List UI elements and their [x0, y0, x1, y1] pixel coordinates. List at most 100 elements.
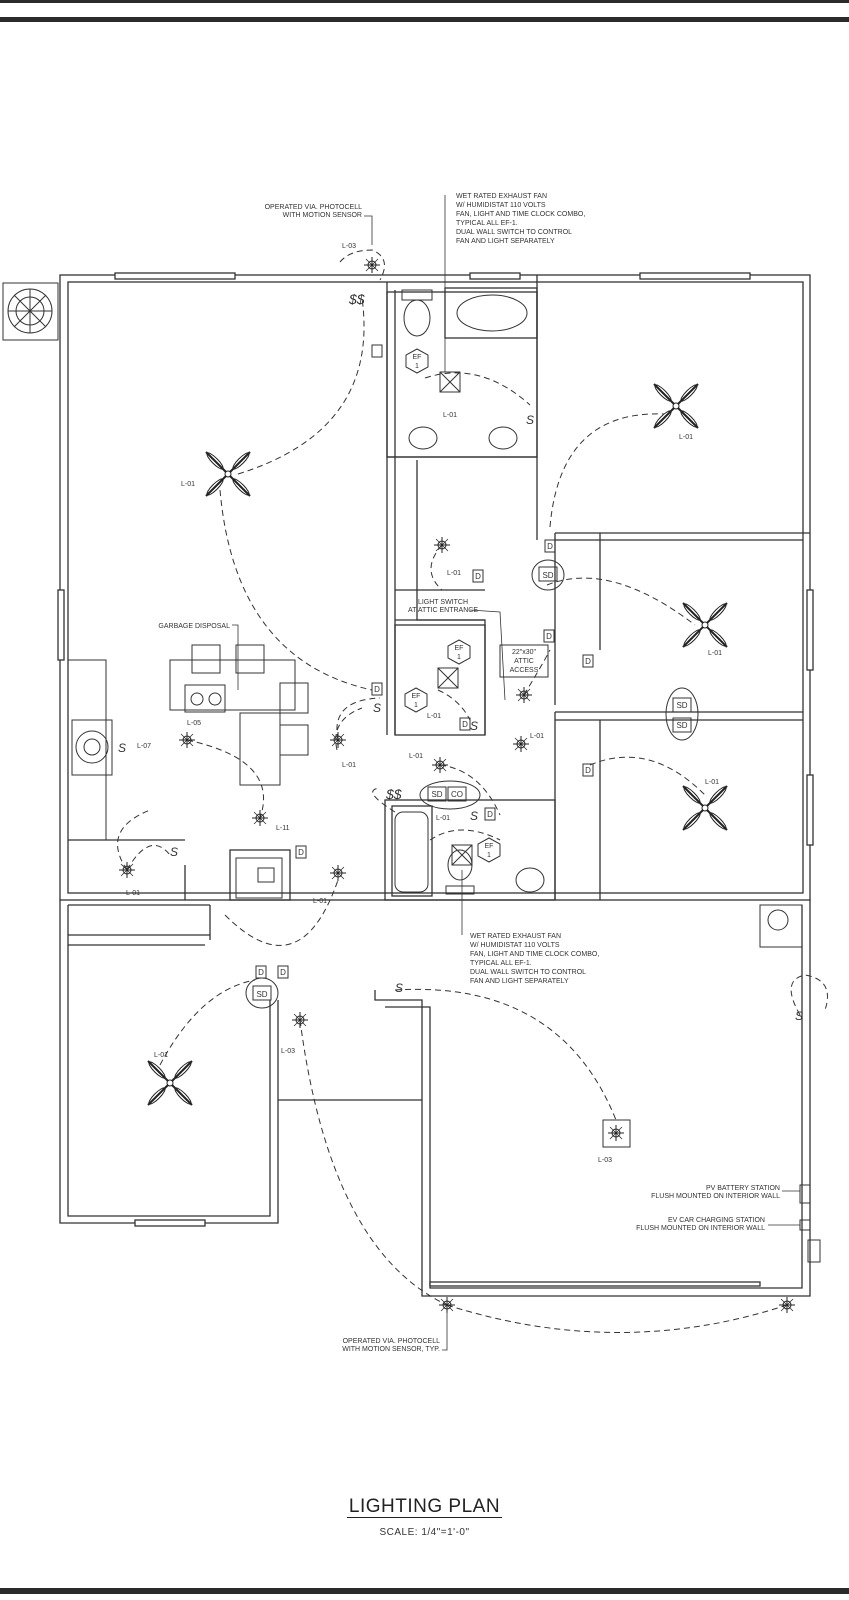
exhaust-fan-box-lower [451, 844, 473, 866]
note-pv-battery-2: FLUSH MOUNTED ON INTERIOR WALL [651, 1193, 780, 1200]
attic-access-box [499, 644, 549, 678]
door-switch-d-9: D [298, 848, 304, 857]
tag-l03-entry: L-03 [281, 1048, 295, 1055]
note-photocell-bottom-1: OPERATED VIA. PHOTOCELL [343, 1338, 440, 1345]
tag-l03-garage: L-03 [598, 1157, 612, 1164]
note-exhaust-bottom-6: FAN AND LIGHT SEPARATELY [470, 978, 569, 985]
tag-l01-kitchen: L-01 [342, 762, 356, 769]
ef-label-4: EF [485, 843, 494, 850]
tag-l03-top: L-03 [342, 243, 356, 250]
ceiling-fan-bedroom-3 [681, 784, 729, 832]
ceiling-fan-bedroom-1 [652, 382, 700, 430]
top-border-thin [0, 0, 849, 3]
switch-closet: S [470, 719, 478, 733]
light-entry-top [363, 256, 381, 274]
svg-text:1: 1 [414, 702, 418, 709]
door-switch-d-4: D [546, 632, 552, 641]
tag-l11: L-11 [276, 825, 290, 832]
tag-l05: L-05 [187, 720, 201, 727]
attic-access-size: 22"x30" [512, 649, 537, 656]
note-exhaust-bottom-3: FAN, LIGHT AND TIME CLOCK COMBO, [470, 951, 599, 958]
note-exhaust-bottom-4: TYPICAL ALL EF-1. [470, 960, 532, 967]
door-switch-d-8: D [487, 810, 493, 819]
svg-text:1: 1 [415, 363, 419, 370]
tag-l01-hall: L-01 [530, 733, 544, 740]
door-switch-d-10: D [258, 968, 264, 977]
door-switch-d-3: D [547, 542, 553, 551]
exhaust-fan-box-mid [437, 667, 459, 689]
note-photocell-top-1: OPERATED VIA. PHOTOCELL [265, 204, 362, 211]
ef-label-2: EF [455, 645, 464, 652]
circuit-arcs [117, 249, 828, 1333]
note-exhaust-top-3: FAN, LIGHT AND TIME CLOCK COMBO, [456, 211, 585, 218]
tag-l01-closet: L-01 [447, 570, 461, 577]
tag-l01-laundry: L-01 [427, 713, 441, 720]
smoke-detector-5: SD [256, 990, 267, 999]
tag-l01-corridor: L-01 [313, 898, 327, 905]
walls [57, 272, 814, 1297]
ef-label-1: EF [413, 354, 422, 361]
door-switch-d-7: D [462, 720, 468, 729]
switch-exterior: S [795, 1009, 803, 1023]
door-switch-d-1: D [374, 685, 380, 694]
door-switch-d-2: D [475, 572, 481, 581]
ceiling-fan-living [204, 450, 252, 498]
note-exhaust-bottom-2: W/ HUMIDISTAT 110 VOLTS [470, 942, 560, 949]
bottom-border [0, 1588, 849, 1594]
attic-access-label-1: ATTIC [514, 658, 534, 665]
smoke-detector-2: SD [676, 701, 687, 710]
switch-master-bath: S [526, 413, 534, 427]
ceiling-fan-bedroom-2 [681, 601, 729, 649]
tag-l01-lower: L-01 [154, 1052, 168, 1059]
note-photocell-top-2: WITH MOTION SENSOR [283, 212, 362, 219]
note-exhaust-bottom-5: DUAL WALL SWITCH TO CONTROL [470, 969, 586, 976]
attic-access-label-2: ACCESS [510, 667, 539, 674]
smoke-detector-1: SD [542, 571, 553, 580]
drawing-title: LIGHTING PLAN [346, 1496, 503, 1518]
switch-laundry: S [170, 845, 178, 859]
tag-l01-hall-2: L-01 [409, 753, 423, 760]
dual-switch-entry: $$ [348, 291, 365, 307]
door-switch-d-5: D [585, 657, 591, 666]
top-border-thick [0, 17, 849, 22]
light-garage-center [607, 1124, 625, 1142]
light-corridor [329, 864, 347, 882]
tag-l01-bed1: L-01 [679, 434, 693, 441]
smoke-detector-3: SD [676, 721, 687, 730]
switch-living: S [373, 701, 381, 715]
smoke-detector-4: SD [431, 790, 442, 799]
light-hall-2 [512, 735, 530, 753]
ef-label-3: EF [412, 693, 421, 700]
leader-lines [232, 195, 800, 1351]
tag-l01-bath: L-01 [443, 412, 457, 419]
drawing-scale: SCALE: 1/4"=1'-0" [379, 1527, 470, 1538]
equipment [2, 282, 821, 1263]
door-switch-d-11: D [280, 968, 286, 977]
switch-garage: S [395, 981, 403, 995]
co-detector: CO [451, 790, 463, 799]
note-garbage-disposal: GARBAGE DISPOSAL [158, 623, 230, 630]
tag-l01-bath-2: L-01 [436, 815, 450, 822]
note-photocell-bottom-2: WITH MOTION SENSOR, TYP. [342, 1346, 440, 1353]
note-exhaust-top-5: DUAL WALL SWITCH TO CONTROL [456, 229, 572, 236]
tag-l01-bed3: L-01 [705, 779, 719, 786]
svg-text:1: 1 [487, 852, 491, 859]
tag-l01-living: L-01 [181, 481, 195, 488]
note-exhaust-top-1: WET RATED EXHAUST FAN [456, 193, 547, 200]
exhaust-fan-box-top [439, 371, 461, 393]
note-ev-charging-2: FLUSH MOUNTED ON INTERIOR WALL [636, 1225, 765, 1232]
note-exhaust-top-2: W/ HUMIDISTAT 110 VOLTS [456, 202, 546, 209]
note-light-switch-2: AT ATTIC ENTRANCE [408, 607, 478, 614]
door-switch-d-6: D [585, 766, 591, 775]
ceiling-fan-lower-room [146, 1059, 194, 1107]
note-exhaust-top-4: TYPICAL ALL EF-1. [456, 220, 518, 227]
dual-switch-hall: $$ [385, 786, 402, 802]
tag-l01-laundry-2: L-01 [126, 890, 140, 897]
note-ev-charging-1: EV CAR CHARGING STATION [668, 1217, 765, 1224]
note-exhaust-top-6: FAN AND LIGHT SEPARATELY [456, 238, 555, 245]
switch-kitchen: S [118, 741, 126, 755]
tag-l07: L-07 [137, 743, 151, 750]
note-pv-battery-1: PV BATTERY STATION [706, 1185, 780, 1192]
svg-text:1: 1 [457, 654, 461, 661]
